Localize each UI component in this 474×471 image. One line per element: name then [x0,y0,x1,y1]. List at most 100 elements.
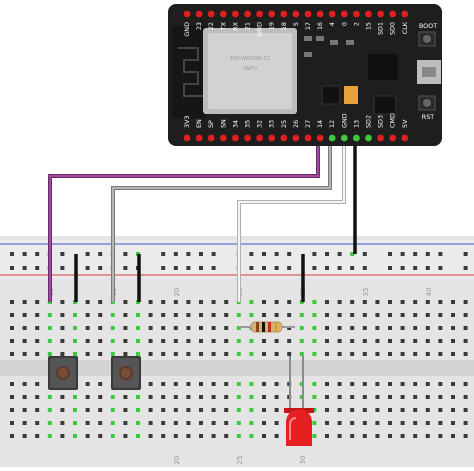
terminal-hole [400,434,405,438]
terminal-hole [312,382,317,386]
rail-hole [22,252,27,256]
bottom-pin-label: 33 [268,120,276,128]
bottom-pin-label: 12 [328,120,336,128]
terminal-hole [60,300,65,304]
terminal-hole [110,421,115,425]
terminal-hole [35,382,40,386]
terminal-hole [173,421,178,425]
top-pin-1 [195,10,203,18]
terminal-hole [400,395,405,399]
terminal-hole [60,326,65,330]
pushbutton-2[interactable] [111,356,141,390]
terminal-hole [262,434,266,438]
bottom-pin-5 [244,134,251,142]
terminal-hole [400,382,405,386]
terminal-hole [224,421,229,425]
terminal-hole [85,300,90,304]
top-pin-15 [365,10,372,18]
terminal-hole [186,339,191,343]
terminal-hole [98,408,103,412]
terminal-hole [362,352,367,356]
terminal-hole [35,434,40,438]
terminal-hole [425,339,430,343]
terminal-hole [60,408,65,412]
terminal-hole [136,395,140,399]
terminal-hole [299,313,304,317]
terminal-hole [249,339,254,343]
top-pin-18 [401,10,409,18]
terminal-hole [400,339,405,343]
terminal-hole [98,421,103,425]
terminal-hole [375,382,380,386]
terminal-hole [274,395,279,399]
terminal-hole [211,421,216,425]
rail-hole [123,266,128,270]
terminal-hole [337,408,342,412]
terminal-hole [299,326,304,330]
terminal-hole [35,395,40,399]
terminal-hole [388,408,392,412]
rst-button[interactable] [418,95,436,111]
terminal-hole [350,421,355,425]
module-text-1: ESP-WROOM-32 [230,56,270,62]
terminal-hole [425,382,430,386]
terminal-hole [136,326,140,330]
terminal-hole [375,352,380,356]
terminal-hole [110,313,115,317]
terminal-hole [22,421,27,425]
rail-hole [186,252,191,256]
top-pin-3 [219,10,227,18]
bottom-pin-11 [316,134,324,142]
terminal-hole [463,395,468,399]
terminal-hole [350,326,355,330]
terminal-hole [388,421,392,425]
terminal-hole [35,421,40,425]
terminal-hole [186,408,191,412]
terminal-hole [463,326,468,330]
red-led[interactable] [284,356,314,446]
rail-hole [173,252,178,256]
terminal-hole [262,339,266,343]
terminal-hole [451,326,455,330]
terminal-hole [463,313,468,317]
terminal-hole [287,300,292,304]
terminal-hole [173,382,178,386]
terminal-hole [413,326,418,330]
terminal-hole [425,408,430,412]
terminal-hole [413,408,418,412]
terminal-hole [413,395,418,399]
boot-button[interactable] [418,31,436,47]
terminal-hole [362,408,367,412]
terminal-hole [85,421,90,425]
terminal-hole [173,408,178,412]
bottom-pin-7 [268,134,276,142]
terminal-hole [161,421,166,425]
terminal-hole [10,326,14,330]
top-pin-label: 17 [304,22,312,30]
terminal-hole [438,339,443,343]
terminal-hole [199,313,203,317]
terminal-hole [22,395,27,399]
terminal-hole [211,339,216,343]
resistor[interactable] [239,321,295,333]
terminal-hole [10,300,14,304]
top-pin-label: 21 [244,22,252,30]
terminal-hole [337,421,342,425]
bottom-pin-label: 3V3 [183,115,191,128]
terminal-hole [262,395,266,399]
pushbutton-1[interactable] [48,356,78,390]
terminal-hole [299,382,304,386]
terminal-hole [186,382,191,386]
terminal-hole [148,313,153,317]
terminal-hole [375,339,380,343]
terminal-hole [211,395,216,399]
terminal-hole [312,313,317,317]
terminal-hole [337,352,342,356]
terminal-hole [325,352,329,356]
terminal-hole [325,326,329,330]
terminal-hole [287,352,292,356]
terminal-hole [249,352,254,356]
terminal-hole [186,313,191,317]
rail-hole [413,252,418,256]
